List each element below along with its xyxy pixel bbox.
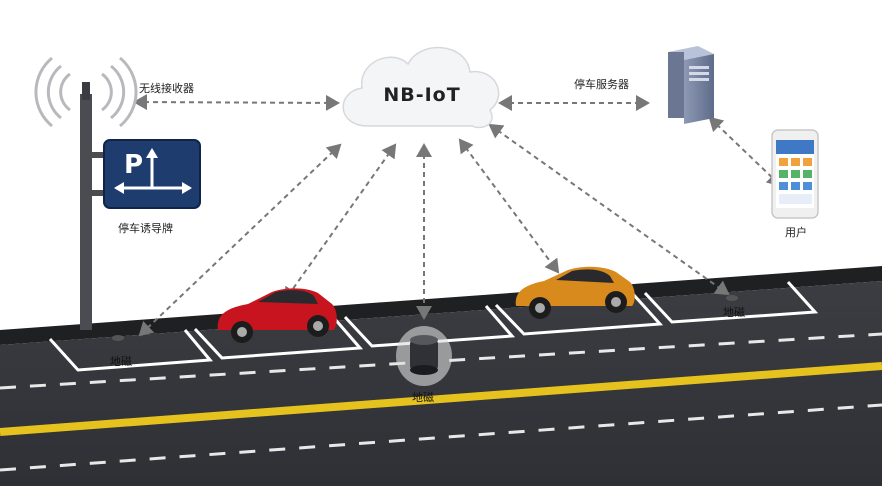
- arrow-receiver-cloud: [133, 94, 340, 111]
- sensor-label-left: 地磁: [110, 355, 132, 368]
- server-label: 停车服务器: [574, 78, 629, 91]
- arrow-server-phone: [708, 116, 782, 187]
- cloud-icon: [342, 46, 500, 129]
- car-icon: [515, 266, 635, 319]
- connection-arrows: [133, 94, 782, 337]
- arrow-cloud-sensor-right: [488, 123, 730, 296]
- phone-icon: [771, 129, 819, 219]
- sensor-label-center: 地磁: [412, 391, 434, 404]
- arrow-cloud-red-car: [283, 143, 397, 302]
- sensor-label-right: 地磁: [723, 306, 745, 319]
- arrow-cloud-orange-car: [458, 138, 560, 274]
- car-icon: [217, 288, 337, 343]
- antenna-icon: [34, 56, 138, 330]
- sensor-icon: [726, 295, 738, 301]
- receiver-label: 无线接收器: [139, 82, 194, 95]
- phone-label: 用户: [785, 226, 807, 239]
- sign-letter: P: [124, 150, 143, 180]
- cloud-label: NB-IoT: [383, 84, 461, 106]
- center-line: [0, 362, 882, 436]
- server-icon: [668, 46, 714, 124]
- sensor-icon: [396, 326, 452, 386]
- parking-sign-icon: P: [103, 139, 201, 209]
- sensor-icon: [112, 335, 124, 341]
- guide-sign-label: 停车诱导牌: [118, 222, 173, 235]
